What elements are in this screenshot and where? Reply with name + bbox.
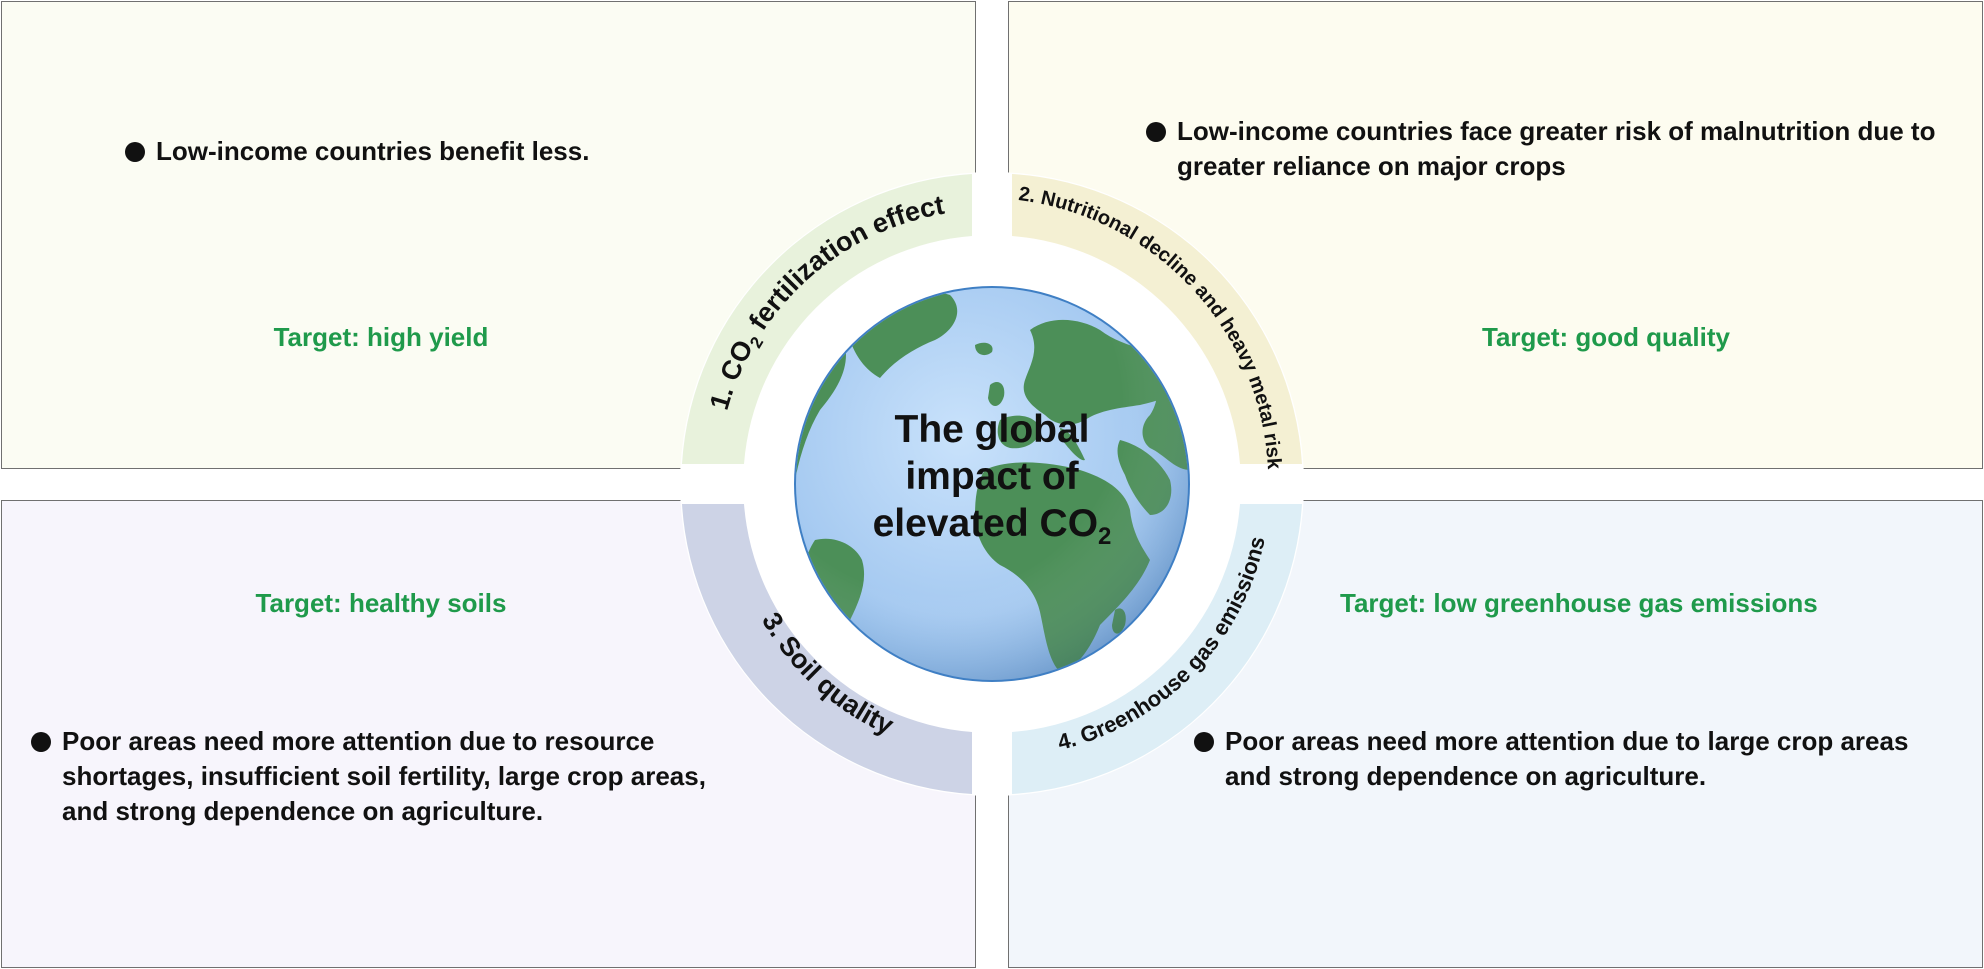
segment-4-greenhouse-gas [1012,504,1302,794]
bullet-dot-icon [31,732,51,752]
target-good-quality: Target: good quality [1482,322,1730,352]
target-high-yield: Target: high yield [273,322,489,352]
bullet-dot-icon [1146,122,1166,142]
center-title: The global impact of elevated CO2 [872,408,1112,550]
bullet-bottom-right: Poor areas need more attention due to la… [1194,724,1925,794]
target-low-ghg: Target: low greenhouse gas emissions [1340,588,1818,618]
bullet-bottom-left: Poor areas need more attention due to re… [31,724,742,829]
segment-2-nutritional-decline [1012,174,1302,464]
bullet-top-left: Low-income countries benefit less. [125,134,776,169]
target-healthy-soils: Target: healthy soils [255,588,507,618]
bullet-top-right: Low-income countries face greater risk o… [1146,114,1957,184]
segment-1-co2-fertilization [682,174,972,464]
segment-3-soil-quality [682,504,972,794]
globe-icon [794,286,1190,682]
bullet-dot-icon [1194,732,1214,752]
bullet-dot-icon [125,142,145,162]
